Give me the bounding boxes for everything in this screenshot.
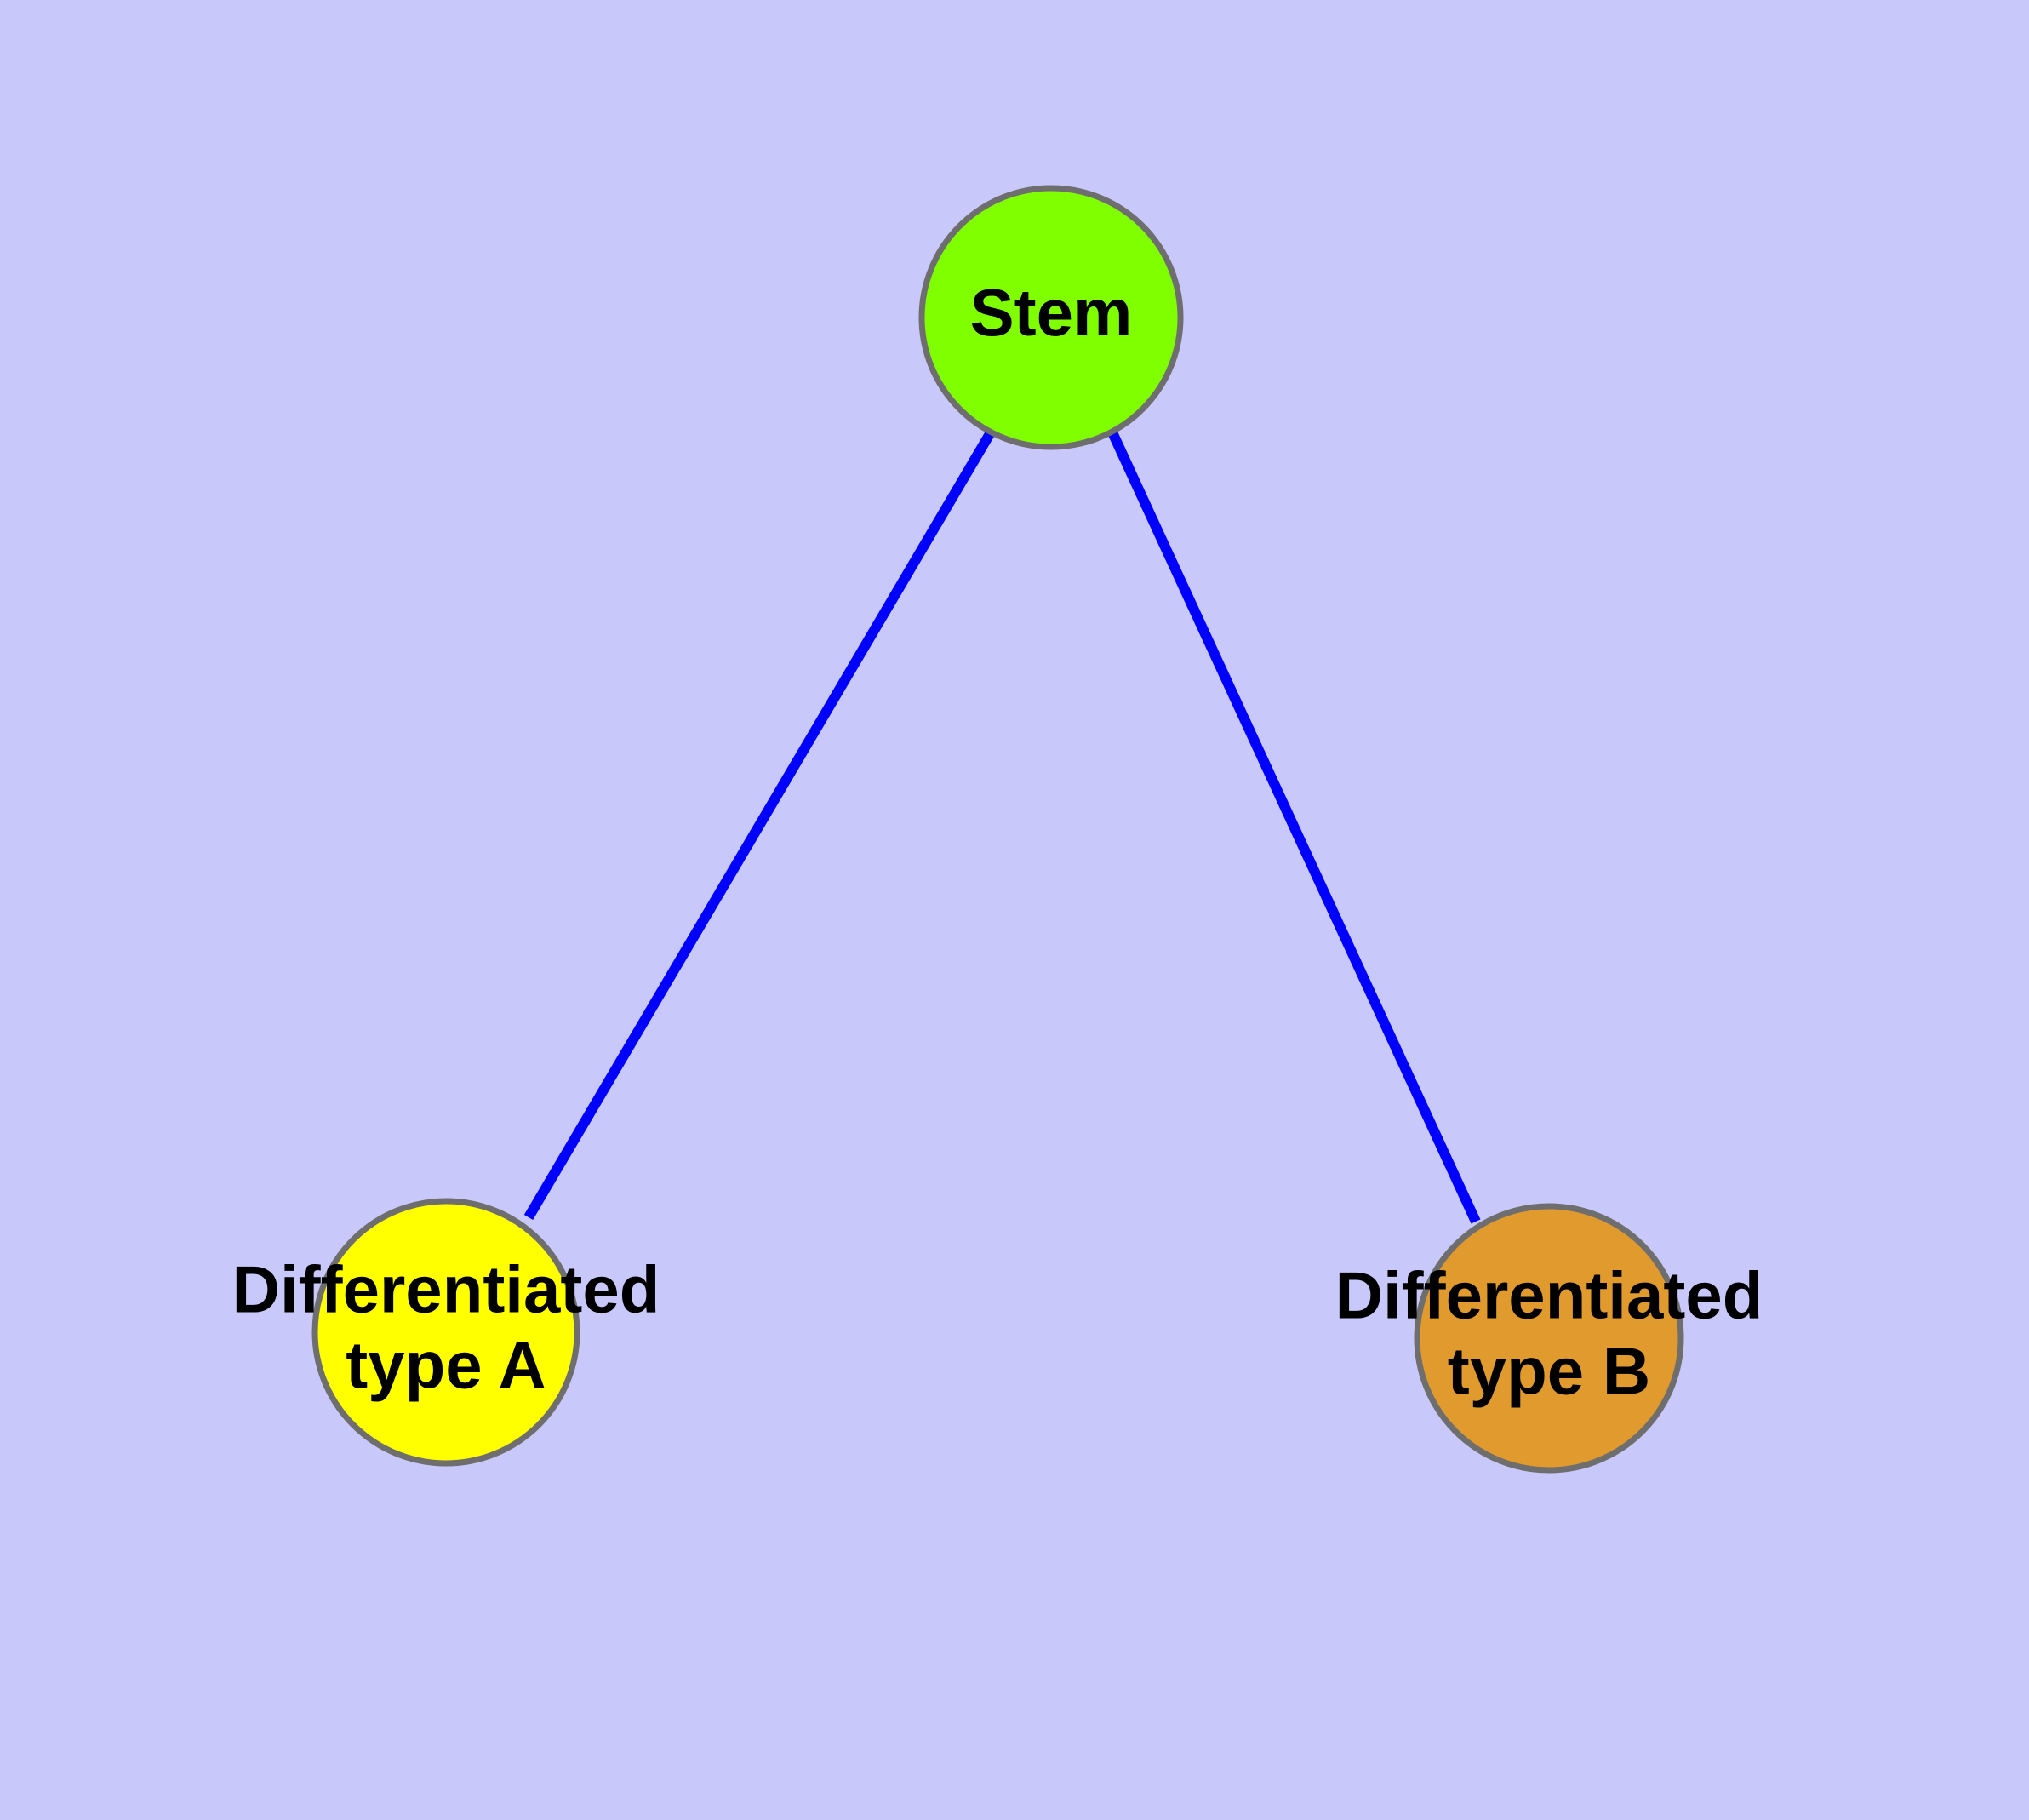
node-diff-a[interactable]	[311, 1198, 580, 1467]
node-diff-b[interactable]	[1414, 1203, 1684, 1474]
node-label-line: Stem	[970, 275, 1133, 350]
edge-stem-to-diff-b	[1107, 430, 1481, 1224]
node-label-line: Differentiated	[1335, 1257, 1763, 1332]
nodes-layer	[311, 185, 1684, 1474]
node-label-line: Differentiated	[232, 1251, 660, 1326]
edge-stem-to-diff-a	[523, 429, 996, 1221]
node-stem[interactable]	[918, 185, 1184, 450]
node-label-line: type A	[346, 1327, 546, 1402]
edges-layer	[523, 429, 1481, 1224]
node-label-line: type B	[1448, 1333, 1650, 1408]
node-label-stem: Stem	[970, 275, 1133, 350]
